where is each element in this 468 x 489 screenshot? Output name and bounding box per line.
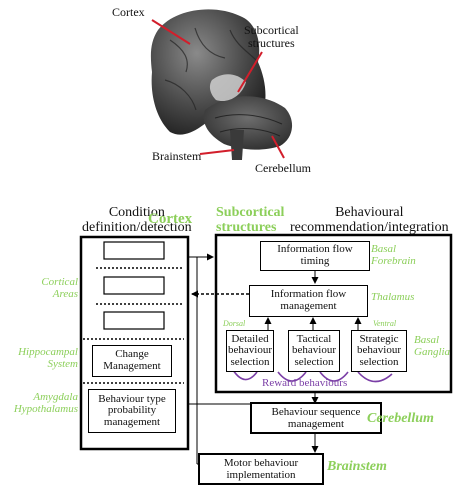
brain-label-cortex: Cortex bbox=[112, 5, 145, 19]
label-dorsal: Dorsal bbox=[223, 319, 246, 328]
label-brainstem: Brainstem bbox=[327, 459, 387, 474]
brain-illustration bbox=[150, 9, 293, 160]
label-ventral: Ventral bbox=[373, 319, 397, 328]
reward-behaviours-label: Reward behaviours bbox=[262, 377, 348, 389]
subcortical-frame bbox=[214, 233, 453, 394]
brain-label-brainstem: Brainstem bbox=[152, 149, 202, 163]
brain-label-cerebellum: Cerebellum bbox=[255, 161, 311, 175]
header-cortex: Cortex bbox=[148, 211, 193, 227]
label-cerebellum: Cerebellum bbox=[367, 411, 434, 426]
cortex-frame bbox=[79, 235, 190, 451]
label-thalamus: Thalamus bbox=[371, 291, 415, 303]
